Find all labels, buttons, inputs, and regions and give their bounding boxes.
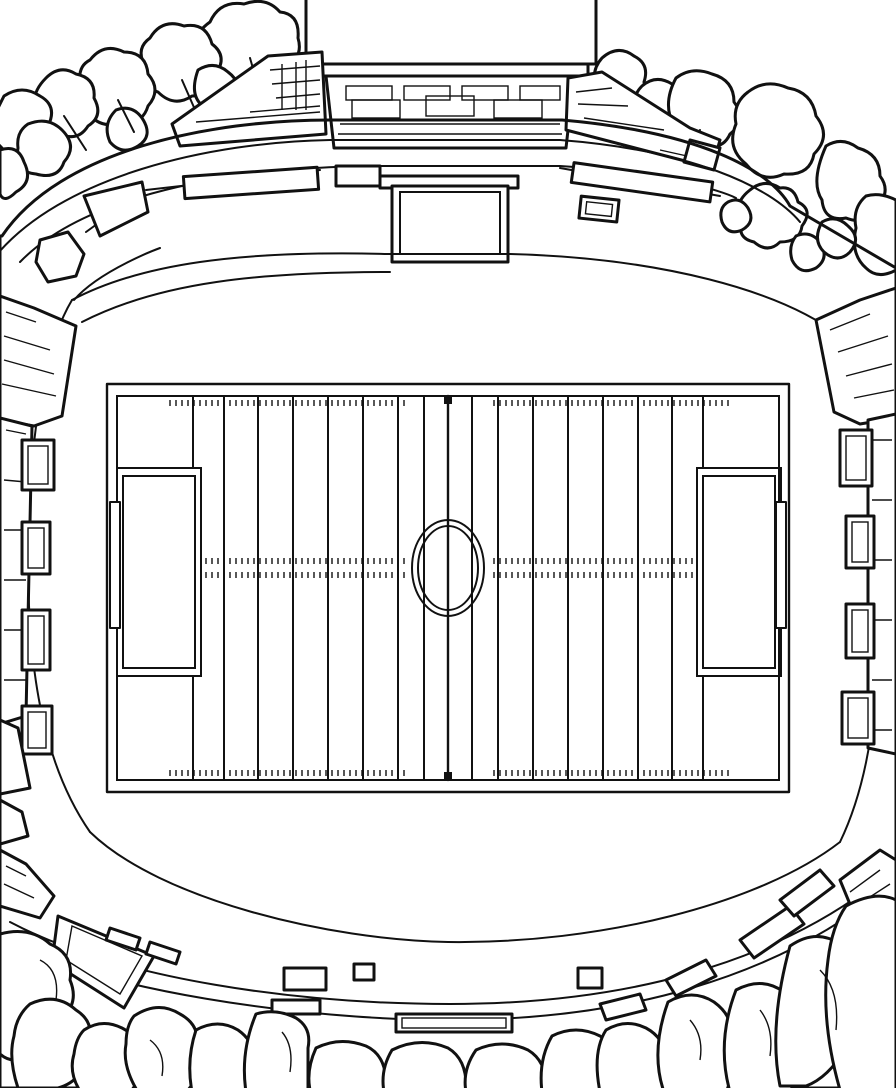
bottom-crowd bbox=[0, 894, 896, 1088]
top-scoreboard-building bbox=[304, 0, 598, 150]
pitch-yard-lines bbox=[223, 395, 673, 781]
outer-concourse bbox=[0, 118, 896, 1088]
top-left-trees bbox=[0, 0, 301, 200]
pitch bbox=[105, 382, 791, 794]
top-video-screen bbox=[378, 174, 520, 264]
pitch-hash-marks bbox=[169, 400, 729, 776]
left-side-stand bbox=[0, 294, 78, 920]
right-side-stand bbox=[814, 286, 896, 756]
